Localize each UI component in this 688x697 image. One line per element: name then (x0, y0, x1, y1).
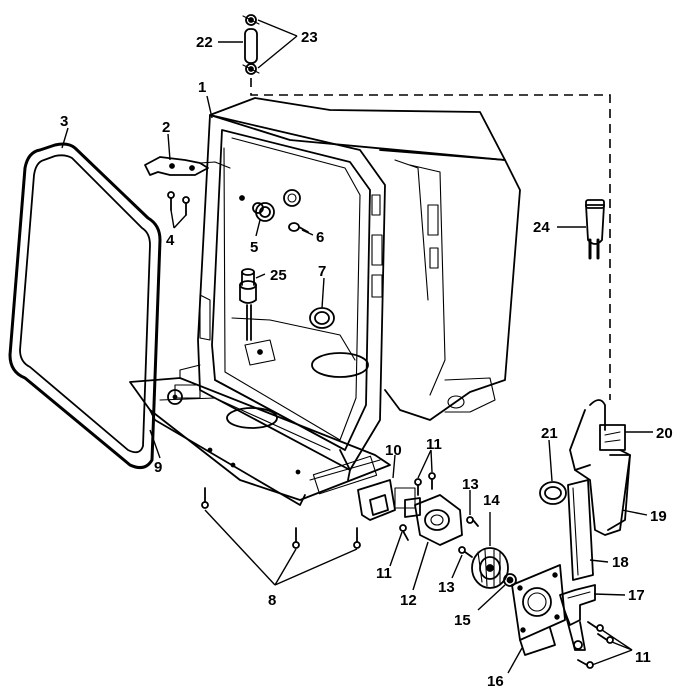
callout-11-lower: 11 (376, 565, 392, 582)
callout-4: 4 (166, 232, 175, 249)
hose-clamp-bottom (242, 63, 260, 75)
drain-hose (569, 399, 631, 536)
callout-2: 2 (162, 119, 170, 136)
callout-11-bracket: 11 (635, 649, 651, 666)
pump-screw-lower (399, 524, 409, 541)
base-screw-right (353, 527, 361, 549)
drain-hose-section (567, 479, 594, 581)
motor-mount-plate (511, 564, 566, 656)
hose-clamp-top (242, 14, 260, 26)
callout-16: 16 (487, 673, 504, 690)
callout-7: 7 (318, 263, 326, 280)
callout-20: 20 (656, 425, 673, 442)
bracket-screw-c (577, 659, 594, 669)
callout-25: 25 (270, 267, 287, 284)
tub-assembly (129, 97, 521, 506)
bracket-screw-right (182, 196, 190, 216)
callout-9: 9 (154, 459, 162, 476)
callout-12: 12 (400, 592, 417, 609)
bracket-screw-b (597, 633, 614, 644)
inlet-nut (239, 195, 309, 233)
callout-1: 1 (198, 79, 206, 96)
hose-route-line (250, 78, 611, 400)
callout-6: 6 (316, 229, 324, 246)
leader-lines (61, 19, 653, 674)
pump-housing (404, 494, 463, 546)
door-gasket (8, 142, 162, 470)
callout-13-upper: 13 (462, 476, 479, 493)
callout-8: 8 (268, 592, 276, 609)
motor-bracket (559, 584, 596, 651)
pump-screw-top-left (414, 478, 422, 496)
spacer (244, 28, 258, 64)
callout-5: 5 (250, 239, 258, 256)
hose-clamp (585, 199, 605, 260)
pump-screw-top-right (428, 472, 436, 490)
bracket-screw-left (167, 191, 175, 211)
callout-15: 15 (454, 612, 471, 629)
callout-labels: 1 2 3 4 5 6 7 8 9 10 11 11 11 12 13 13 1… (60, 29, 673, 690)
bracket-screw-a (587, 621, 604, 632)
housing-screw-upper (466, 516, 479, 527)
callout-23: 23 (301, 29, 318, 46)
base-screw-middle (292, 527, 300, 549)
callout-19: 19 (650, 508, 667, 525)
vent-grommet (309, 307, 335, 329)
callout-13-lower: 13 (438, 579, 455, 596)
callout-21: 21 (541, 425, 558, 442)
base-screw-left (201, 487, 209, 509)
callout-17: 17 (628, 587, 645, 604)
callout-24: 24 (533, 219, 550, 236)
housing-screw-lower (458, 546, 473, 558)
callout-18: 18 (612, 554, 629, 571)
clamp-ring (539, 481, 567, 505)
callout-11-pump: 11 (426, 436, 442, 453)
callout-22: 22 (196, 34, 213, 51)
hinge-bracket (144, 156, 231, 176)
float-switch (239, 268, 257, 341)
impeller (471, 547, 509, 589)
callout-10: 10 (385, 442, 402, 459)
callout-14: 14 (483, 492, 500, 509)
callout-3: 3 (60, 113, 68, 130)
inlet-grommet (252, 202, 275, 222)
seal-ring (503, 573, 517, 587)
